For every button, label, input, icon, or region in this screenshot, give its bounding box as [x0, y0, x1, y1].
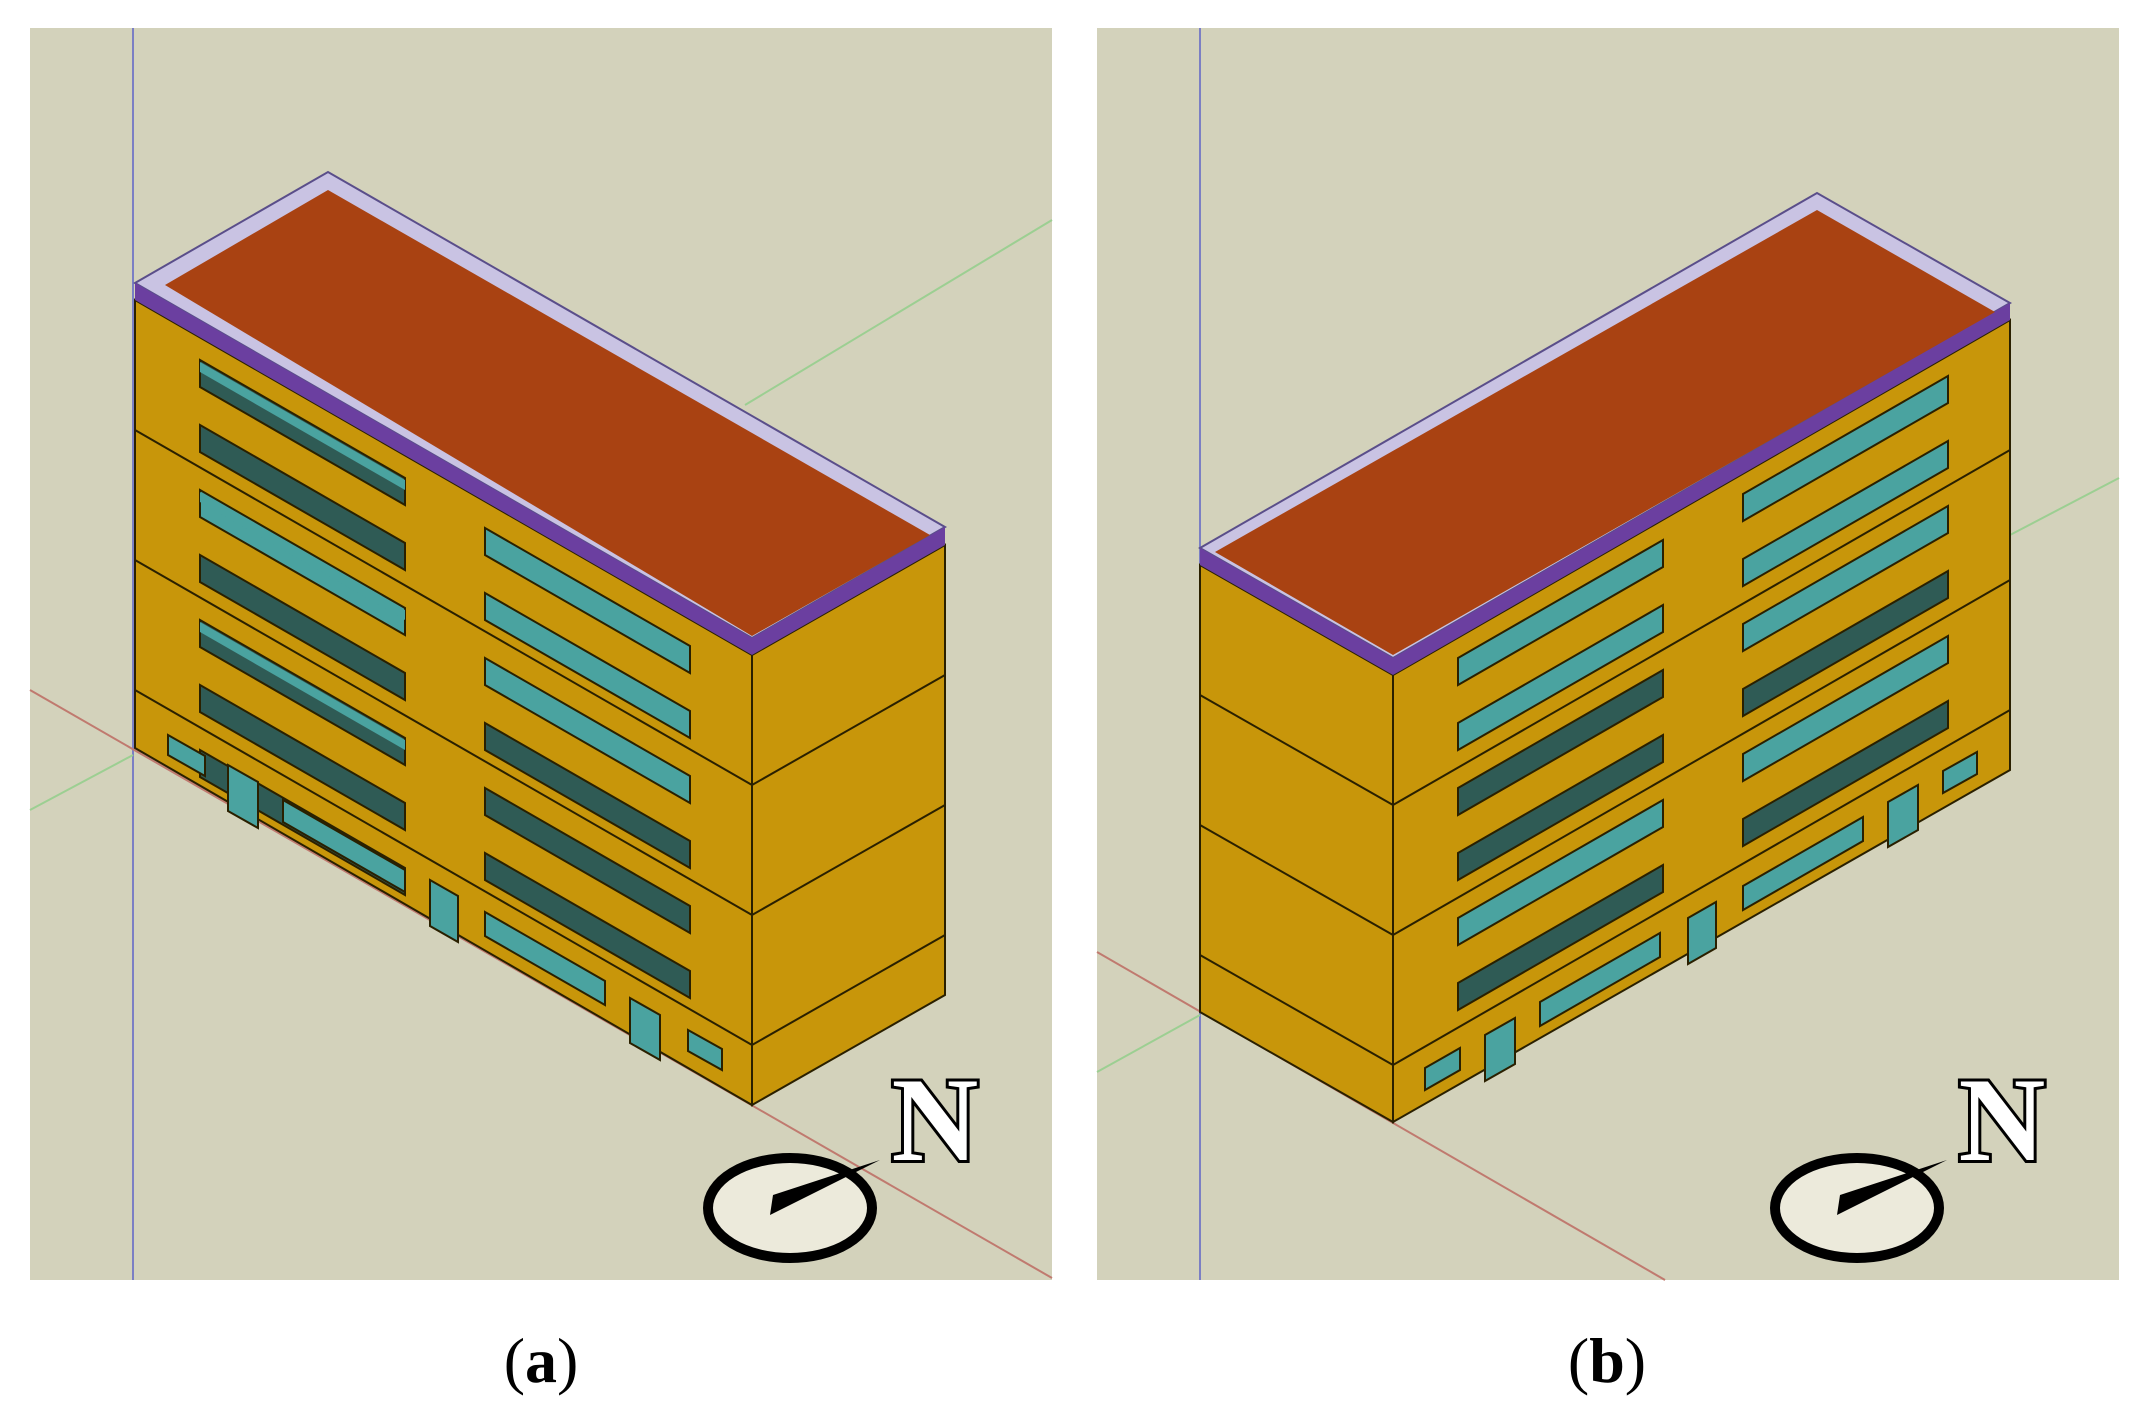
panel-b-windows-right — [1742, 374, 1949, 848]
panel-a-caption: (a) — [504, 1325, 579, 1396]
panel-b-compass: N — [1770, 1050, 2048, 1263]
panel-b-ground-floor-openings — [1424, 750, 1978, 1092]
panel-a-ground-floor-openings — [167, 733, 723, 1072]
panel-a-compass-label: N — [892, 1053, 979, 1186]
panel-b-roof — [1215, 210, 1995, 655]
panel-a-floor-lines — [134, 429, 946, 1046]
panel-b-caption: (b) — [1568, 1325, 1646, 1396]
panel-a-axis-green-far — [744, 219, 1053, 406]
panel-b-compass-label: N — [1959, 1053, 2046, 1186]
panel-a-windows-right — [484, 526, 691, 1000]
panel-a-side-wall — [751, 543, 946, 1107]
panel-a: N (a) — [29, 28, 1053, 1396]
panel-b-floor-lines — [1199, 449, 2011, 1066]
panel-b-compass-needle — [1837, 1160, 1947, 1215]
panel-b-windows-left — [1457, 538, 1664, 1012]
panel-a-roof — [165, 190, 930, 636]
panel-a-compass: N — [703, 1050, 981, 1263]
panel-b-axis-green-far — [2009, 477, 2120, 536]
panel-b: N (b) — [1096, 28, 2120, 1396]
panel-a-axis-green — [29, 754, 134, 811]
panel-a-compass-needle — [770, 1160, 880, 1215]
panel-b-axis-green — [1096, 1014, 1201, 1073]
